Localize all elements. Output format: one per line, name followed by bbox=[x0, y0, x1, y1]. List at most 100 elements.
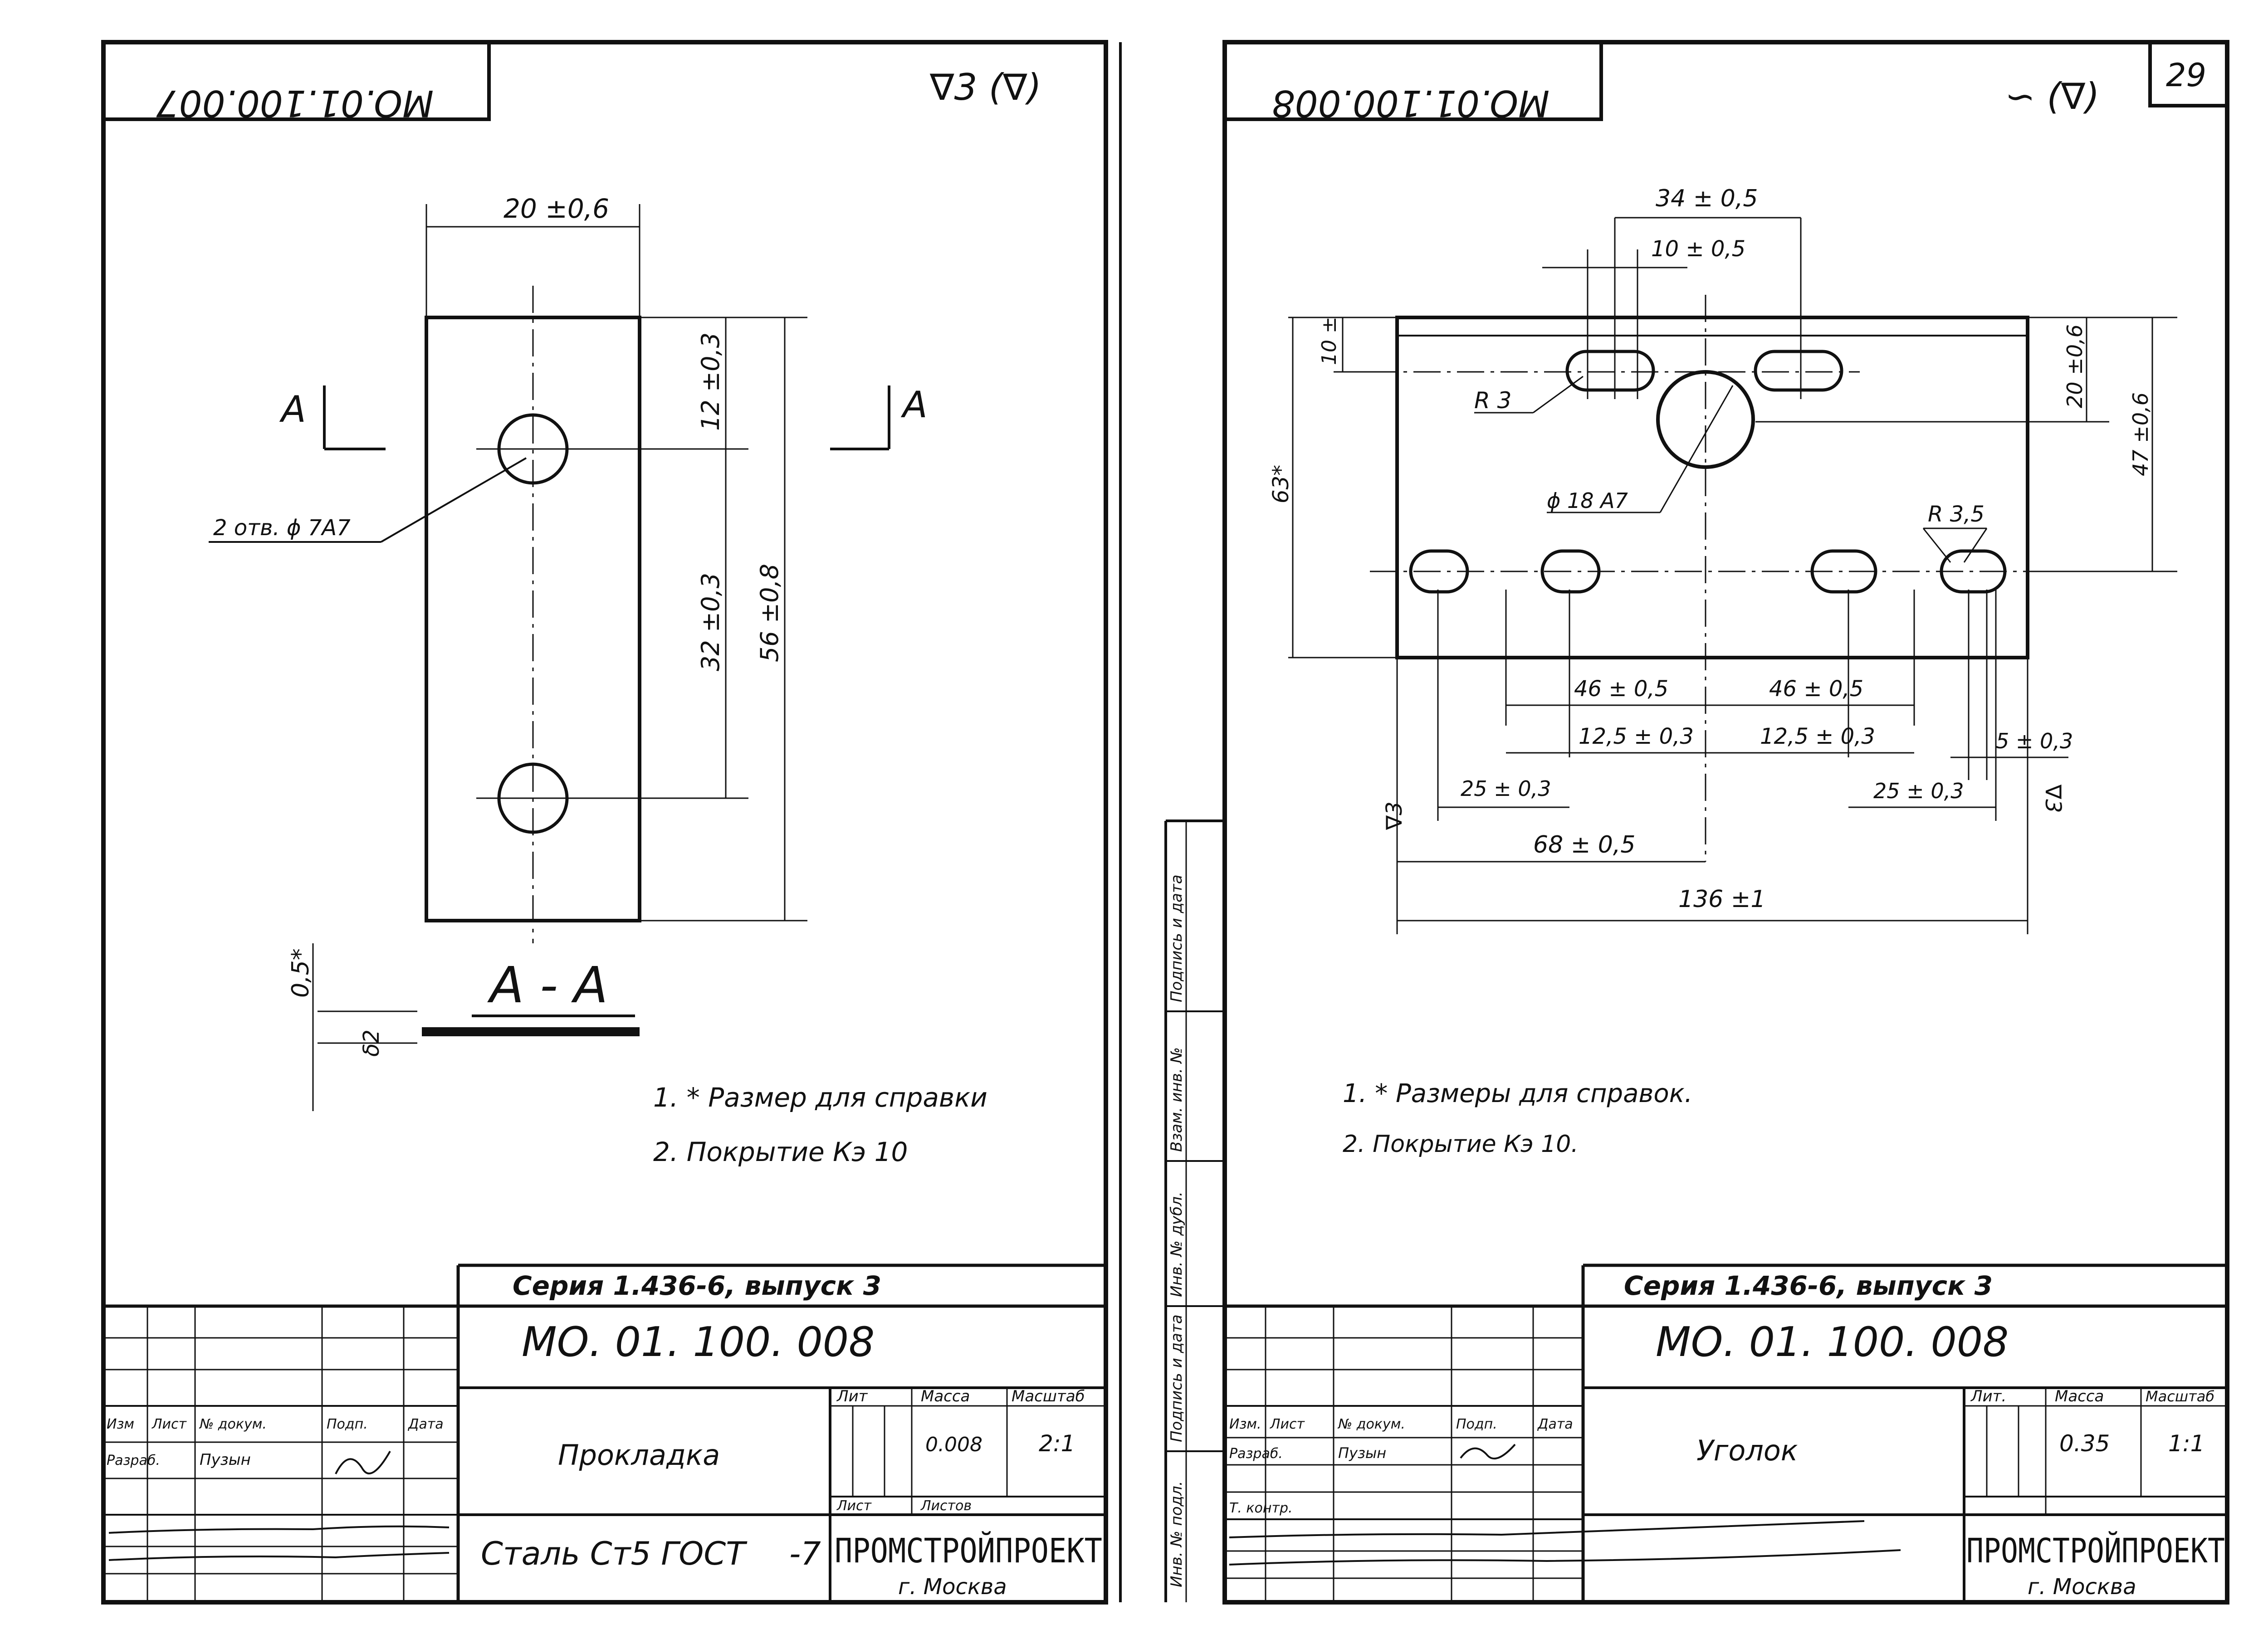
left-mass: 0.008 bbox=[925, 1433, 982, 1456]
left-sheet: MO.01.100.007 ∇3 (∇) 20 ±0,6 12 ±0,3 32 … bbox=[101, 40, 1108, 1605]
left-section-mark-a: A bbox=[279, 388, 306, 430]
left-org: ПРОМСТРОЙПРОЕКТ bbox=[835, 1531, 1102, 1571]
right-note-1: 1. * Размеры для справок. bbox=[1343, 1079, 1692, 1108]
left-dim-width: 20 ±0,6 bbox=[503, 193, 609, 224]
center-hole bbox=[1656, 370, 1755, 469]
left-rev-c3: № докум. bbox=[199, 1416, 267, 1432]
left-code-rotated: MO.01.100.007 bbox=[156, 82, 434, 124]
right-note-2: 2. Покрытие Кэ 10. bbox=[1343, 1131, 1579, 1158]
right-col-scale: Масштаб bbox=[2146, 1388, 2214, 1405]
right-dim-47: 47 ±0,6 bbox=[2128, 392, 2153, 476]
right-rev-r2c1: Разраб. bbox=[1229, 1446, 1283, 1462]
right-part-name: Уголок bbox=[1696, 1434, 1798, 1467]
section-strip bbox=[422, 1027, 640, 1036]
left-dim-length: 56 ±0,8 bbox=[755, 564, 784, 662]
left-scale: 2:1 bbox=[1039, 1430, 1075, 1457]
left-dim-top-offset: 12 ±0,3 bbox=[696, 332, 725, 431]
left-rev-c1: Изм bbox=[107, 1416, 134, 1432]
left-city: г. Москва bbox=[898, 1574, 1007, 1600]
left-revision-grid: Изм Лист № докум. Подп. Дата Разраб. Пуз… bbox=[103, 1306, 458, 1602]
right-rev-c5: Дата bbox=[1537, 1416, 1573, 1432]
right-code-rotated: MO.01.100.008 bbox=[1272, 82, 1549, 124]
right-rough-left: ∇3 bbox=[1382, 801, 1407, 830]
left-title-block: Серия 1.436-6, выпуск 3 МО. 01. 100. 008… bbox=[103, 1263, 1106, 1602]
right-dim-125a: 12,5 ± 0,3 bbox=[1579, 724, 1694, 749]
slot-bottom-1 bbox=[1409, 549, 1469, 594]
left-sheet-label: Лист bbox=[836, 1498, 872, 1514]
right-dim-63: 63* bbox=[1268, 465, 1294, 503]
right-sheet: MO.01.100.008 ∽ (∇) 29 34 ± 0,5 10 ± 0,5 bbox=[1222, 40, 2229, 1605]
right-r3: R 3 bbox=[1474, 387, 1511, 414]
left-dim-thickness-small: δ2 bbox=[359, 1029, 384, 1057]
page-number: 29 bbox=[2166, 57, 2206, 94]
stamp-2: Взам. инв. № bbox=[1168, 1047, 1186, 1152]
left-dim-hole-spacing: 32 ±0,3 bbox=[696, 573, 725, 671]
left-note-2: 2. Покрытие Кэ 10 bbox=[653, 1136, 908, 1167]
left-part-name: Прокладка bbox=[558, 1439, 720, 1472]
right-rev-r2c2: Пузын bbox=[1338, 1444, 1386, 1462]
left-signature bbox=[335, 1451, 391, 1474]
right-col-lit: Лит. bbox=[1970, 1387, 2006, 1405]
right-rev-c1: Изм. bbox=[1229, 1416, 1261, 1432]
right-dim-46b: 46 ± 0,5 bbox=[1769, 676, 1863, 702]
slot-bottom-3 bbox=[1810, 549, 1877, 594]
left-rev-c5: Дата bbox=[407, 1416, 444, 1432]
left-material: Сталь Ст5 ГОСТ bbox=[481, 1535, 748, 1572]
right-scale: 1:1 bbox=[2168, 1430, 2204, 1457]
right-dim-20: 20 ±0,6 bbox=[2063, 324, 2087, 408]
stamp-3: Инв. № дубл. bbox=[1168, 1191, 1186, 1297]
stamp-4: Подпись и дата bbox=[1168, 1314, 1186, 1442]
right-roughness: ∽ (∇) bbox=[2005, 75, 2099, 117]
right-rev-r3c1: Т. контр. bbox=[1229, 1500, 1293, 1516]
right-title-code: МО. 01. 100. 008 bbox=[1656, 1318, 2009, 1366]
left-rev-c4: Подп. bbox=[327, 1416, 368, 1432]
right-dim-10: 10 ± 0,5 bbox=[1651, 236, 1745, 262]
right-dim-125b: 12,5 ± 0,3 bbox=[1760, 724, 1875, 749]
right-dim-25a: 25 ± 0,3 bbox=[1461, 776, 1551, 801]
angle-outline bbox=[1395, 316, 2029, 659]
right-signature bbox=[1460, 1444, 1516, 1460]
right-rough-right: ∇3 bbox=[2040, 784, 2066, 813]
slot-top-2 bbox=[1754, 350, 1843, 392]
right-revision-grid: Изм. Лист № докум. Подп. Дата Разраб. Пу… bbox=[1225, 1306, 1901, 1602]
stamp-5: Инв. № подл. bbox=[1168, 1481, 1186, 1587]
slot-bottom-2 bbox=[1540, 549, 1601, 594]
right-dim-10v: 10 ± bbox=[1318, 317, 1341, 365]
right-rev-c4: Подп. bbox=[1456, 1416, 1497, 1432]
left-col-lit: Лит bbox=[836, 1387, 868, 1405]
left-note-1: 1. * Размер для справки bbox=[653, 1082, 987, 1113]
right-rev-c3: № докум. bbox=[1337, 1416, 1405, 1432]
right-rev-c2: Лист bbox=[1270, 1416, 1305, 1432]
left-rev-r2c2: Пузын bbox=[200, 1451, 251, 1469]
right-mass: 0.35 bbox=[2059, 1430, 2110, 1457]
right-r35: R 3,5 bbox=[1928, 502, 1984, 527]
left-col-scale: Масштаб bbox=[1012, 1387, 1085, 1405]
right-title-block: Серия 1.436-6, выпуск 3 МО. 01. 100. 008… bbox=[1225, 1263, 2227, 1602]
right-dim-46a: 46 ± 0,5 bbox=[1574, 676, 1668, 702]
left-sheets-label: Листов bbox=[920, 1498, 972, 1514]
right-col-mass: Масса bbox=[2055, 1387, 2104, 1405]
right-section-mark-a: A bbox=[900, 384, 928, 426]
right-phi: ϕ 18 А7 bbox=[1547, 488, 1628, 513]
slot-top-1 bbox=[1565, 350, 1655, 392]
left-series: Серия 1.436-6, выпуск 3 bbox=[513, 1270, 881, 1301]
right-org: ПРОМСТРОЙПРОЕКТ bbox=[1966, 1531, 2225, 1571]
stamp-1: Подпись и дата bbox=[1168, 874, 1186, 1002]
left-rev-c2: Лист bbox=[152, 1416, 187, 1432]
slot-bottom-4 bbox=[1940, 549, 2007, 594]
left-title-code: МО. 01. 100. 008 bbox=[522, 1318, 875, 1366]
right-series: Серия 1.436-6, выпуск 3 bbox=[1624, 1270, 1993, 1301]
left-col-mass: Масса bbox=[921, 1387, 970, 1405]
left-section-title: А - А bbox=[487, 956, 608, 1014]
left-holes-label: 2 отв. ϕ 7А7 bbox=[213, 515, 351, 541]
right-dim-25b: 25 ± 0,3 bbox=[1873, 779, 1964, 803]
left-dim-thickness: 0,5* bbox=[287, 948, 314, 998]
page-number-box bbox=[2148, 40, 2229, 107]
right-dim-136: 136 ±1 bbox=[1678, 886, 1765, 913]
right-city: г. Москва bbox=[2028, 1574, 2136, 1600]
right-dim-5: 5 ± 0,3 bbox=[1996, 729, 2073, 753]
right-dim-68: 68 ± 0,5 bbox=[1533, 831, 1636, 858]
left-roughness: ∇3 (∇) bbox=[929, 66, 1041, 108]
right-dim-34: 34 ± 0,5 bbox=[1656, 185, 1758, 212]
